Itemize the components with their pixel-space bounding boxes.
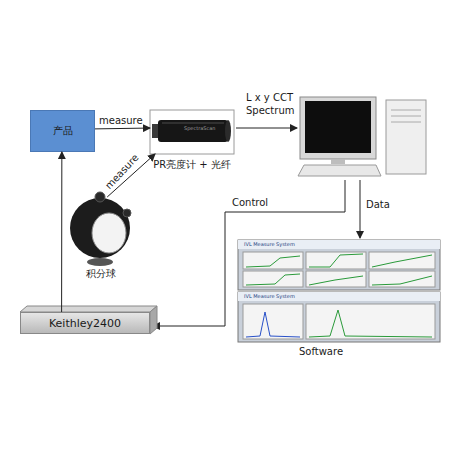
drive-slot	[391, 122, 421, 123]
sphere-port	[92, 213, 126, 253]
chart-panel	[306, 271, 366, 287]
screenshot	[238, 240, 440, 290]
pc-tower	[386, 100, 426, 174]
sphere-knob	[123, 209, 131, 217]
screenshot	[238, 292, 440, 342]
text-label: Control	[232, 197, 268, 210]
sphere-knob	[95, 192, 105, 202]
chart-panel	[369, 252, 435, 269]
spectrum-curve	[246, 312, 300, 337]
chart-panel	[243, 252, 303, 269]
chart-panel	[369, 271, 435, 287]
sphere-body	[70, 198, 130, 258]
keyboard	[298, 165, 381, 176]
device-body	[158, 120, 228, 142]
chart-panel	[243, 271, 303, 287]
data-arrow	[236, 128, 297, 129]
chart-curve	[246, 274, 300, 285]
flow-arrow	[61, 152, 62, 312]
luminance-meter: PR亮度计 + 光纤	[150, 110, 234, 154]
text-label: L x y CCT Spectrum	[246, 92, 304, 117]
chart-curve	[246, 256, 300, 267]
chart-curve	[372, 276, 432, 285]
monitor-screen	[305, 101, 371, 153]
edge-label: measure	[103, 152, 141, 191]
chart-panel	[243, 304, 303, 339]
text-label: IVL Measure System	[244, 293, 295, 299]
text-label: Data	[366, 199, 390, 212]
window-title-bar	[238, 240, 440, 249]
chart-panel	[306, 252, 366, 269]
chart-panel	[306, 304, 435, 339]
node-caption: Software	[180, 346, 450, 357]
drive-slot	[391, 116, 421, 117]
software-screenshot: Software	[238, 240, 440, 342]
source-meter-box: Keithley2400	[20, 312, 150, 334]
chart-curve	[372, 255, 432, 267]
drive-slot	[391, 110, 421, 111]
monitor-stand	[331, 159, 345, 164]
text-label: SpectraScan	[184, 125, 215, 131]
chart-curve	[309, 276, 363, 285]
edge-label: measure	[99, 115, 143, 126]
monitor	[300, 97, 376, 159]
sphere-stand	[87, 258, 113, 266]
node-text: 产品	[31, 111, 94, 151]
device-frame	[150, 110, 234, 154]
node-caption: 积分球	[30, 267, 172, 281]
device-end	[225, 120, 231, 142]
integrating-sphere: 积分球	[70, 197, 132, 259]
flow-arrow	[95, 128, 150, 130]
box-side	[150, 306, 157, 334]
chart-curve	[309, 254, 363, 267]
spectrum-curve	[309, 310, 432, 337]
data-arrow	[360, 180, 361, 238]
node-text: Keithley2400	[21, 313, 149, 333]
text-label: IVL Measure System	[244, 241, 295, 247]
window-title-bar	[238, 292, 440, 301]
product-box: 产品	[30, 110, 95, 152]
device-highlight	[162, 123, 224, 124]
